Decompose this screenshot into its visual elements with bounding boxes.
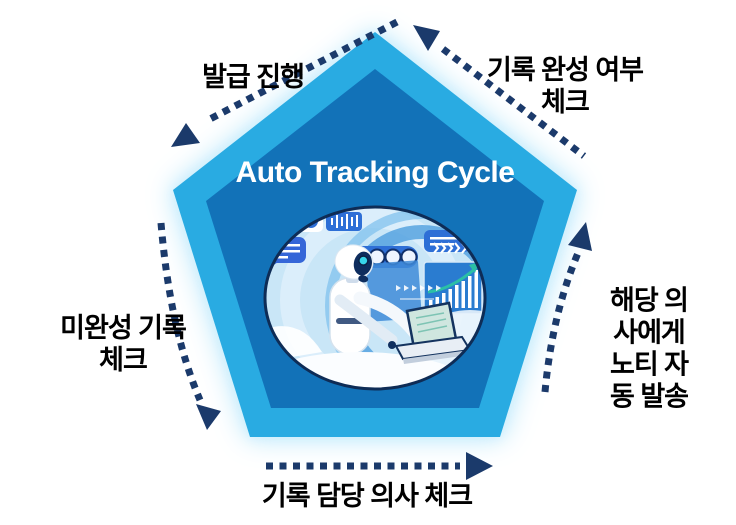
label-record-completion-check: 기록 완성 여부 체크	[486, 55, 644, 117]
cycle-arrow-top-left	[171, 18, 399, 147]
cycle-arrow-top-right	[413, 25, 587, 159]
robot	[329, 244, 425, 355]
waveform-icon	[326, 212, 362, 231]
illustration-border	[263, 205, 487, 391]
cycle-arrow-left	[157, 222, 221, 430]
cycle-arrow-bottom	[266, 452, 493, 480]
cycle-arrow-right	[541, 222, 592, 393]
bar-chart-icon	[423, 261, 483, 315]
diagram-title: Auto Tracking Cycle	[235, 156, 515, 189]
chevrons-icon	[433, 242, 468, 254]
label-incomplete-record-check: 미완성 기록 체크	[60, 313, 187, 375]
label-issuance-progress: 발급 진행	[202, 62, 305, 93]
label-auto-notify-doctor: 해당 의사에게 노티 자동 발송	[609, 285, 689, 411]
label-record-doctor-check: 기록 담당 의사 체크	[261, 481, 473, 512]
